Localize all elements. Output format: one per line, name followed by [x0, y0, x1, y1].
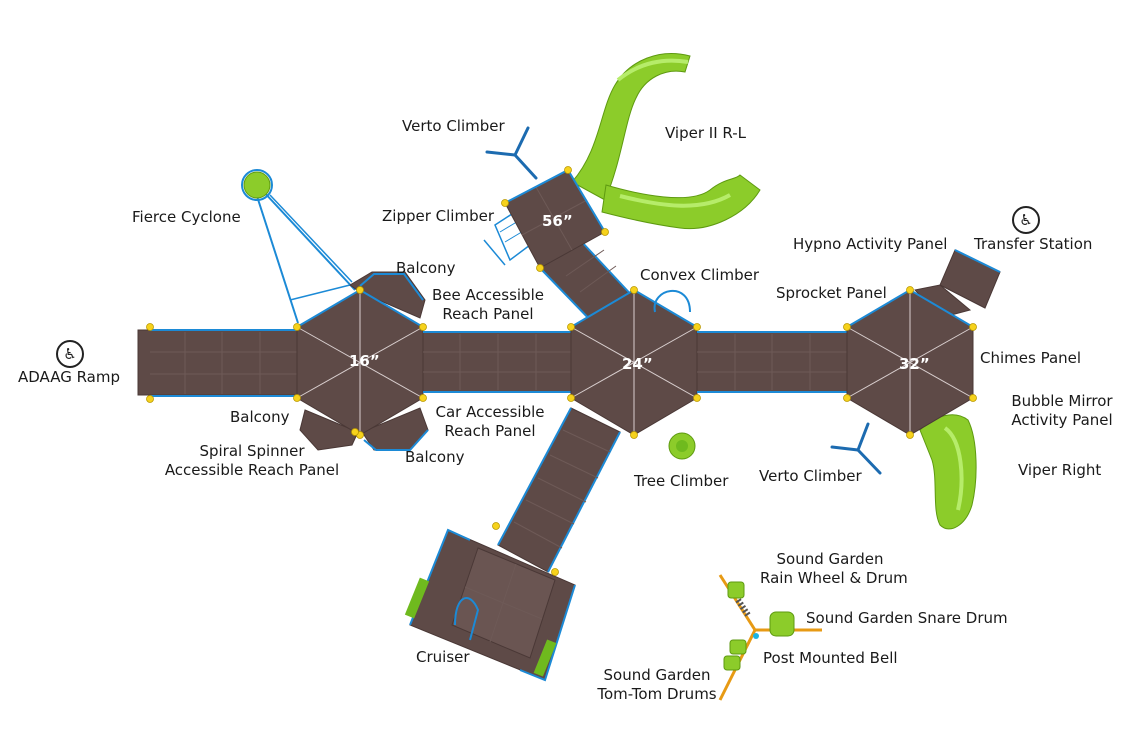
label-ada-ramp: ADAAG Ramp: [17, 368, 121, 386]
label-rain-wheel: Sound Garden Rain Wheel & Drum: [760, 550, 908, 587]
label-car-panel: Car Accessible Reach Panel: [435, 403, 545, 440]
viper-right-slide: [919, 414, 977, 530]
tree-climber: [668, 432, 696, 460]
label-tomtom: Sound Garden Tom-Tom Drums: [597, 666, 717, 703]
label-snare-drum: Sound Garden Snare Drum: [806, 609, 1008, 627]
wheelchair-accessible-icon: ♿: [1012, 206, 1040, 234]
label-convex-climber: Convex Climber: [640, 266, 759, 284]
label-balcony-left: Balcony: [230, 408, 290, 426]
label-balcony-bottom: Balcony: [405, 448, 465, 466]
deck-32-label: 32”: [899, 355, 930, 373]
viper-ii-slide: [571, 53, 761, 230]
label-chimes-panel: Chimes Panel: [980, 349, 1082, 367]
label-verto-climber-right: Verto Climber: [759, 467, 862, 485]
balconies: [299, 271, 429, 451]
label-bubble-mirror: Bubble Mirror Activity Panel: [1011, 392, 1113, 429]
verto-climber-right: [830, 422, 882, 475]
deck-56: [504, 168, 606, 269]
wheelchair-accessible-icon: ♿: [56, 340, 84, 368]
deck-24-label: 24”: [622, 355, 653, 373]
bridge-24-32: [696, 331, 848, 393]
sound-garden: [718, 574, 822, 701]
fierce-cyclone: [241, 169, 356, 324]
label-cruiser: Cruiser: [416, 648, 470, 666]
cruiser: [404, 528, 576, 682]
label-post-bell: Post Mounted Bell: [763, 649, 898, 667]
label-spiral-spinner: Spiral Spinner Accessible Reach Panel: [164, 442, 340, 479]
deck-56-label: 56”: [542, 212, 573, 230]
label-verto-climber-top: Verto Climber: [402, 117, 505, 135]
label-fierce-cyclone: Fierce Cyclone: [132, 208, 241, 226]
label-balcony-top: Balcony: [396, 259, 456, 277]
deck-16-label: 16”: [349, 352, 380, 370]
label-sprocket-panel: Sprocket Panel: [776, 284, 887, 302]
post-caps: [146, 166, 977, 576]
label-hypno-panel: Hypno Activity Panel: [793, 235, 948, 253]
label-viper-right: Viper Right: [1018, 461, 1102, 479]
ramp-24-cruiser: [497, 407, 621, 573]
ada-ramp: [137, 329, 299, 397]
bridge-16-24: [422, 331, 574, 393]
convex-climber: [653, 290, 691, 313]
label-bee-panel: Bee Accessible Reach Panel: [432, 286, 544, 323]
label-zipper-climber: Zipper Climber: [382, 207, 494, 225]
transfer-station: [914, 249, 1001, 319]
label-viper-ii: Viper II R-L: [665, 124, 746, 142]
label-tree-climber: Tree Climber: [634, 472, 729, 490]
label-transfer-station: Transfer Station: [974, 235, 1093, 253]
verto-climber-top: [485, 126, 538, 180]
